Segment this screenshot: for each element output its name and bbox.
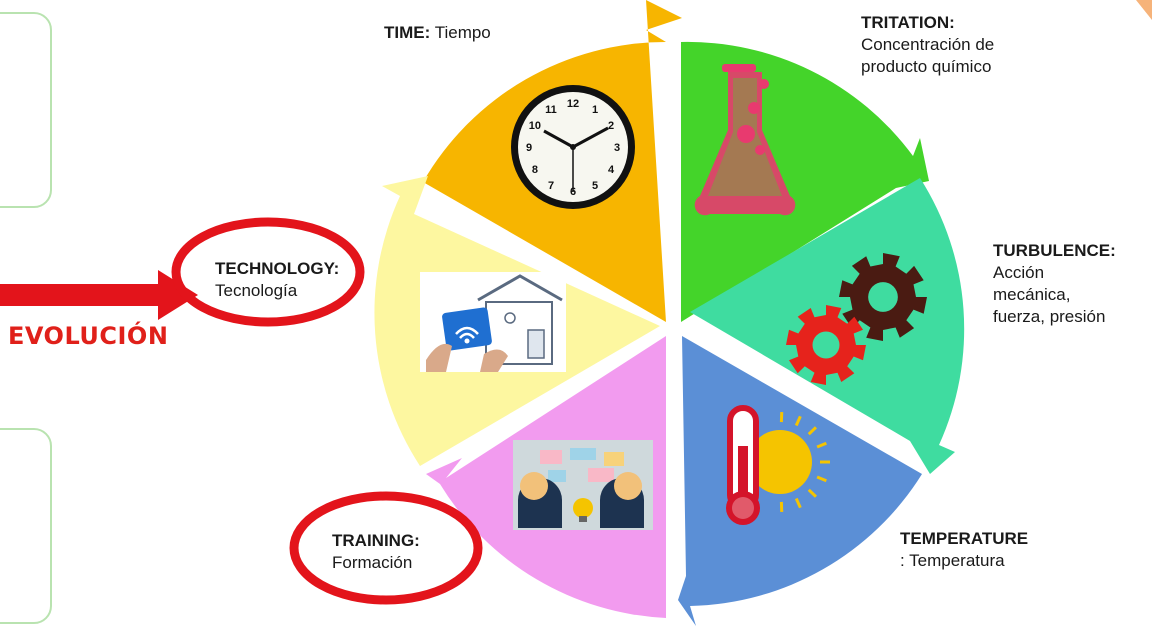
gear-hole (812, 331, 840, 359)
sun-ray (816, 441, 827, 449)
label-training-title: TRAINING: (332, 531, 420, 550)
clock-number: 3 (614, 142, 620, 154)
sun-ray (794, 415, 802, 427)
sun-ray (807, 488, 818, 498)
label-turbulence-line1: Acción (993, 263, 1045, 282)
label-turbulence-title: TURBULENCE: (993, 241, 1116, 260)
label-technology-line1: Tecnología (215, 281, 298, 300)
smart-home-tablet-icon (420, 272, 566, 372)
label-time-title: TIME: (384, 23, 431, 42)
clock-number: 12 (567, 98, 579, 110)
corner-decoration (1136, 0, 1152, 20)
training-highlight-ellipse (289, 491, 483, 605)
left-bottom-box (0, 428, 52, 624)
label-time: TIME: Tiempo (384, 22, 491, 44)
clock-number: 5 (592, 180, 598, 192)
evolution-arrow (0, 270, 198, 320)
label-titration-title: TRITATION: (861, 13, 955, 32)
label-temperature: TEMPERATURE : Temperatura (900, 528, 1028, 572)
clock-number: 4 (608, 164, 615, 176)
sun-ray (816, 475, 827, 483)
label-training-line1: Formación (332, 553, 413, 572)
thermometer-sun-icon (726, 405, 830, 525)
flask-icon (694, 64, 796, 216)
label-technology: TECHNOLOGY: Tecnología (215, 258, 339, 302)
clock-number: 9 (526, 142, 532, 154)
label-turbulence-line3: fuerza, presión (993, 307, 1106, 326)
label-titration-line1: Concentración de (861, 35, 995, 54)
label-titration: TRITATION: Concentración de producto quí… (861, 12, 994, 78)
clock-number: 1 (592, 104, 598, 116)
sun-ray (794, 497, 802, 509)
label-time-text: Tiempo (434, 23, 491, 42)
gear-hole (868, 282, 898, 312)
evolution-label: EVOLUCIÓN (8, 322, 169, 350)
clock-number: 8 (532, 164, 538, 176)
clock-number: 11 (545, 104, 557, 116)
clock-number: 2 (608, 120, 614, 132)
label-temperature-title: TEMPERATURE (900, 529, 1029, 548)
clock-number: 7 (548, 180, 554, 192)
label-technology-title: TECHNOLOGY: (215, 259, 340, 278)
label-training: TRAINING: Formación (332, 530, 420, 574)
gears-icon (786, 253, 927, 385)
left-top-box (0, 12, 52, 208)
clock-number: 10 (529, 120, 541, 132)
technology-highlight-ellipse (171, 217, 365, 327)
training-illustration-icon (513, 440, 653, 530)
label-turbulence: TURBULENCE: Acción mecánica, fuerza, pre… (993, 240, 1116, 328)
label-turbulence-line2: mecánica, (993, 285, 1071, 304)
sun-ray (807, 426, 818, 436)
label-titration-line2: producto químico (861, 57, 992, 76)
label-temperature-line1: : Temperatura (900, 551, 1005, 570)
clock-icon: 121234567891011 (511, 85, 635, 209)
